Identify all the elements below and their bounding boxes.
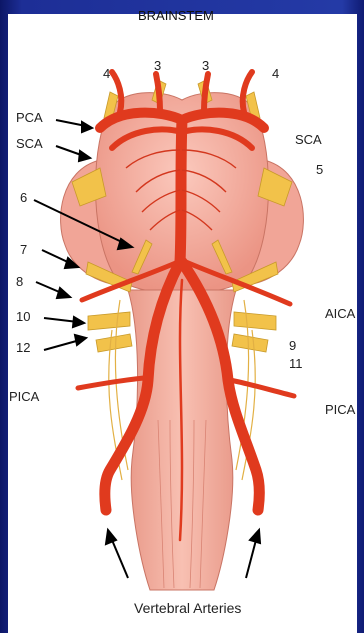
- label-cn10: 10: [16, 309, 30, 324]
- label-vertebral-arteries: Vertebral Arteries: [134, 600, 241, 616]
- nerve-10-left: [88, 312, 130, 330]
- label-cn7: 7: [20, 242, 27, 257]
- label-cn12: 12: [16, 340, 30, 355]
- label-cn4-left: 4: [103, 66, 110, 81]
- nerve-12-left: [96, 334, 132, 352]
- nerve-12-right: [232, 334, 268, 352]
- basilar-artery: [180, 120, 182, 262]
- label-pca: PCA: [16, 110, 43, 125]
- label-sca-left: SCA: [16, 136, 43, 151]
- label-cn5: 5: [316, 162, 323, 177]
- pica-right: [230, 380, 294, 396]
- label-cn8: 8: [16, 274, 23, 289]
- label-cn6: 6: [20, 190, 27, 205]
- page-title: BRAINSTEM: [138, 8, 214, 23]
- nerve-10-right: [234, 312, 276, 330]
- label-sca-right: SCA: [295, 132, 322, 147]
- label-cn4-right: 4: [272, 66, 279, 81]
- label-pica-left: PICA: [9, 389, 39, 404]
- label-cn3-right: 3: [202, 58, 209, 73]
- pica-left: [78, 378, 144, 388]
- label-cn9: 9: [289, 338, 296, 353]
- label-cn3-left: 3: [154, 58, 161, 73]
- label-cn11: 11: [289, 356, 303, 371]
- label-pica-right: PICA: [325, 402, 355, 417]
- label-aica: AICA: [325, 306, 355, 321]
